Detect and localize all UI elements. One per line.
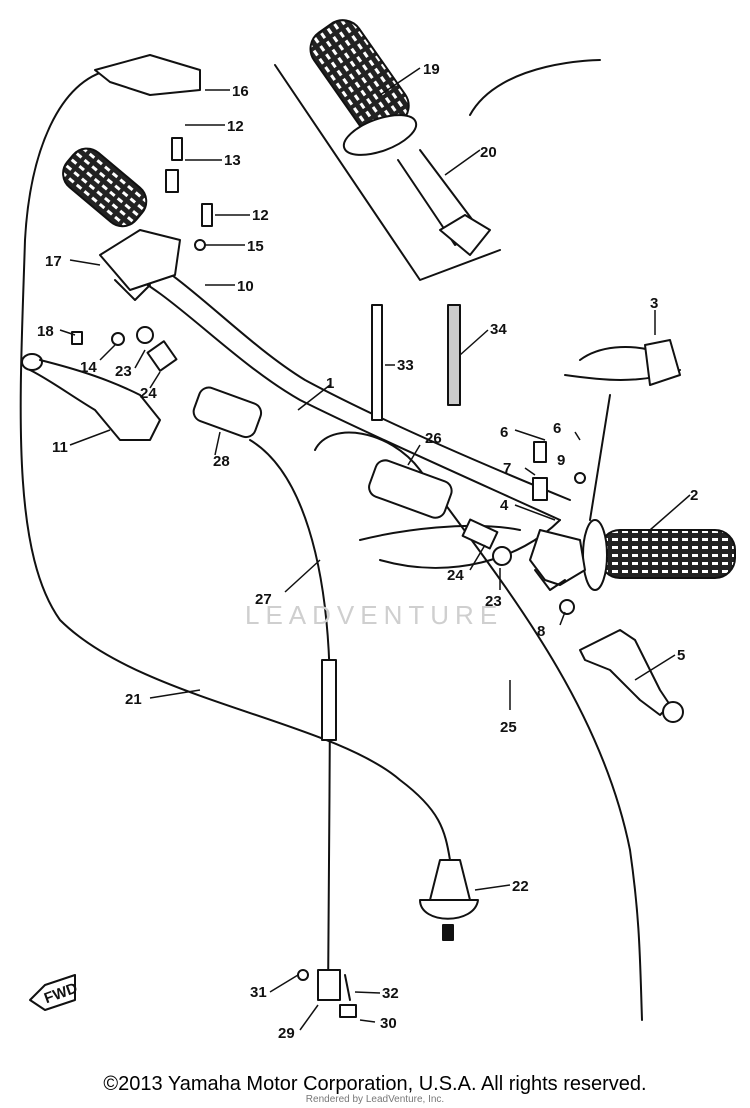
adjuster-nut-23a: [136, 326, 154, 344]
throttle-housing: [99, 229, 181, 301]
inset-grip-panel: [274, 19, 601, 281]
callout-10: 10: [237, 278, 254, 295]
callout-9: 9: [557, 452, 565, 469]
callout-16: 16: [232, 83, 249, 100]
cable-tie-33: [371, 304, 383, 421]
callout-34: 34: [490, 321, 507, 338]
handlebar: [119, 249, 571, 569]
callout-6a: 6: [500, 424, 508, 441]
callout-3: 3: [650, 295, 658, 312]
adjuster-24a: [146, 340, 178, 372]
callout-18: 18: [37, 323, 54, 340]
callout-labels: 1 2 3 4 5 6 6 7 8 9 10 11 12 12 13 14 15…: [37, 61, 698, 1042]
bolt-18: [71, 331, 83, 345]
callout-7: 7: [503, 460, 511, 477]
callout-27: 27: [255, 591, 272, 608]
callout-31: 31: [250, 984, 267, 1001]
cable-junction: [297, 969, 357, 1018]
cable-cover-28: [192, 386, 263, 439]
nut-8: [559, 599, 575, 615]
right-grip: [582, 519, 736, 591]
callout-30: 30: [380, 1015, 397, 1032]
bolt-12b: [201, 203, 213, 227]
callout-13: 13: [224, 152, 241, 169]
left-grip: [62, 147, 148, 228]
callout-17: 17: [45, 253, 62, 270]
callout-26: 26: [425, 430, 442, 447]
cable-25: [314, 431, 643, 1021]
callout-32: 32: [382, 985, 399, 1002]
callout-12a: 12: [227, 118, 244, 135]
cable-21: [19, 69, 451, 861]
copyright-text: ©2013 Yamaha Motor Corporation, U.S.A. A…: [103, 1073, 647, 1095]
callout-20: 20: [480, 144, 497, 161]
callout-4: 4: [500, 497, 509, 514]
inset-switch-panel: [564, 339, 681, 521]
nut-14: [111, 332, 125, 346]
callout-15: 15: [247, 238, 264, 255]
cover-16: [94, 54, 201, 96]
adjuster-nut-23b: [492, 546, 512, 566]
callout-2: 2: [690, 487, 698, 504]
render-credit: Rendered by LeadVenture, Inc.: [305, 1094, 445, 1105]
callout-24b: 24: [447, 567, 464, 584]
adjuster-24b: [461, 518, 499, 550]
callout-6b: 6: [553, 420, 561, 437]
choke-knob: [419, 859, 479, 941]
bolt-12a: [171, 137, 183, 161]
washer-9: [574, 472, 586, 484]
callout-22: 22: [512, 878, 529, 895]
callout-12b: 12: [252, 207, 269, 224]
cable-cover-26: [368, 459, 453, 519]
callout-1: 1: [326, 375, 334, 392]
cable-tie-34: [447, 304, 461, 406]
cable-27: [249, 439, 337, 1001]
callout-14: 14: [80, 359, 97, 376]
callout-8: 8: [537, 623, 545, 640]
fwd-arrow-icon: [29, 974, 76, 1011]
collar-7: [532, 477, 548, 501]
callout-21: 21: [125, 691, 142, 708]
callout-29: 29: [278, 1025, 295, 1042]
callout-33: 33: [397, 357, 414, 374]
watermark: LEADVENTURE: [245, 600, 504, 630]
washer-15: [194, 239, 206, 251]
callout-23b: 23: [485, 593, 502, 610]
callout-24a: 24: [140, 385, 157, 402]
bolt-6a: [533, 441, 547, 463]
lever-bracket: [529, 529, 586, 591]
callout-28: 28: [213, 453, 230, 470]
callout-11: 11: [52, 439, 68, 456]
leader-lines: [59, 67, 691, 1031]
callout-23a: 23: [115, 363, 132, 380]
callout-5: 5: [677, 647, 685, 664]
callout-19: 19: [423, 61, 440, 78]
brake-lever: [579, 629, 684, 723]
callout-25: 25: [500, 719, 517, 736]
collar-13: [165, 169, 179, 193]
